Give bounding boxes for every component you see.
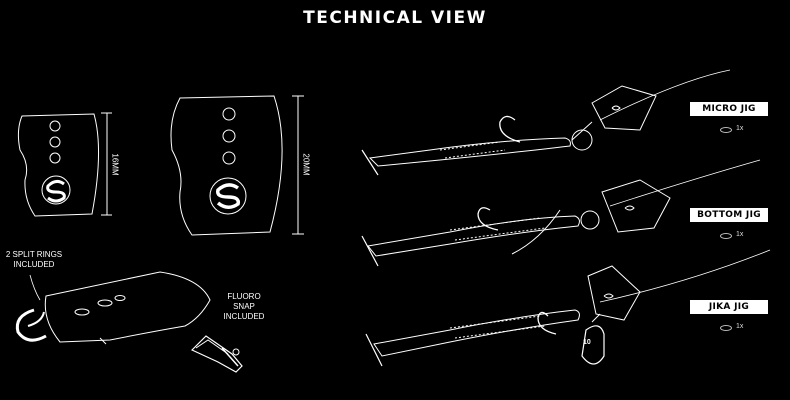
jika-jig-rig — [365, 249, 771, 367]
rig-badge-bottom-jig: BOTTOM JIG — [690, 208, 768, 222]
split-ring-icon — [720, 233, 732, 239]
small-head-dimension: 16MM — [110, 153, 120, 176]
weight-mark: 10 — [583, 339, 591, 346]
split-ring-head-outline — [15, 271, 211, 345]
page-title: TECHNICAL VIEW — [303, 8, 487, 28]
fluoro-snap-outline — [190, 335, 243, 373]
rig-quantity-micro-jig: 1x — [736, 125, 744, 132]
split-ring-icon — [720, 325, 732, 331]
large-head-dimension: 20MM — [301, 153, 311, 176]
split-ring-icon — [720, 127, 732, 133]
split-rings-label: 2 SPLIT RINGS INCLUDED — [5, 250, 63, 269]
bottom-jig-rig — [361, 159, 761, 267]
large-head-outline — [170, 95, 304, 236]
small-head-outline — [17, 112, 112, 217]
rig-quantity-bottom-jig: 1x — [736, 231, 744, 238]
rig-badge-micro-jig: MICRO JIG — [690, 102, 768, 116]
fluoro-snap-label: FLUORO SNAP INCLUDED — [223, 292, 265, 321]
rig-badge-jika-jig: JIKA JIG — [690, 300, 768, 314]
rig-quantity-jika-jig: 1x — [736, 323, 744, 330]
micro-jig-rig — [361, 69, 731, 176]
